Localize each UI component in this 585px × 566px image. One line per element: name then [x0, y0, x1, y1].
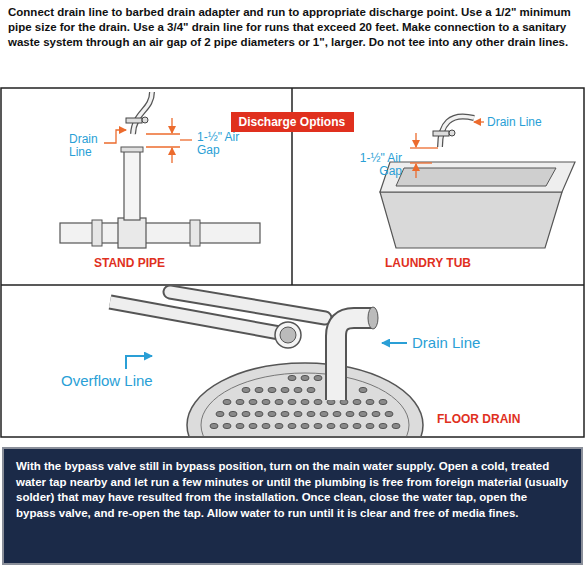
grate-hole: [301, 423, 309, 428]
grate-hole: [340, 423, 348, 428]
grate-hole: [301, 375, 309, 380]
stand-pipe-panel: Drain Line 1-½" Air GapSTAND PIPE: [1, 88, 292, 285]
grate-hole: [366, 399, 374, 404]
grate-hole: [392, 423, 400, 428]
grate-hole: [223, 423, 231, 428]
part-label: Drain Line: [412, 334, 480, 351]
grate-hole: [236, 399, 244, 404]
grate-hole: [353, 423, 361, 428]
laundry-tub-panel: Drain Line 1-½" Air GapLAUNDRY TUB: [292, 88, 584, 285]
air-gap-dimension: [146, 118, 192, 163]
grate-hole: [229, 411, 237, 416]
grate-hole: [216, 411, 224, 416]
instruction-text: Connect drain line to barbed drain adapt…: [8, 5, 578, 50]
dimension-label: 1-½" Air Gap: [350, 152, 402, 178]
grate-hole: [314, 423, 322, 428]
grate-hole: [327, 399, 335, 404]
grate-hole: [346, 411, 354, 416]
part-label: Overflow Line: [61, 372, 153, 389]
grate-hole: [294, 411, 302, 416]
grate-hole: [307, 387, 315, 392]
instruction-text: With the bypass valve still in bypass po…: [16, 459, 569, 521]
grate-hole: [333, 411, 341, 416]
grate-hole: [372, 411, 380, 416]
section-banner: Discharge Options: [231, 112, 354, 132]
grate-hole: [210, 423, 218, 428]
part-label: Drain Line: [69, 133, 109, 159]
grate-hole: [223, 399, 231, 404]
leader-line: [474, 121, 484, 122]
part-label: Drain Line: [487, 115, 542, 129]
leader-line: [126, 343, 407, 369]
grate-hole: [320, 411, 328, 416]
grate-hole: [379, 423, 387, 428]
grate-hole: [249, 399, 257, 404]
floor-drain-drawing: [110, 292, 423, 436]
grate-hole: [281, 411, 289, 416]
grate-hole: [288, 375, 296, 380]
panel-caption: FLOOR DRAIN: [437, 412, 520, 426]
grate-hole: [385, 411, 393, 416]
grate-hole: [262, 423, 270, 428]
grate-hole: [359, 387, 367, 392]
panel-caption: LAUNDRY TUB: [385, 256, 471, 270]
banner-title: Discharge Options: [239, 115, 346, 129]
grate-hole: [255, 411, 263, 416]
grate-hole: [288, 423, 296, 428]
floor-drain-panel: Overflow Line Drain LineFLOOR DRAIN: [1, 285, 584, 437]
grate-hole: [314, 375, 322, 380]
grate-hole: [268, 387, 276, 392]
grate-hole: [249, 423, 257, 428]
grate-hole: [281, 387, 289, 392]
grate-hole: [327, 423, 335, 428]
grate-hole: [275, 423, 283, 428]
grate-hole: [366, 423, 374, 428]
grate-hole: [359, 411, 367, 416]
grate-hole: [275, 399, 283, 404]
grate-hole: [236, 423, 244, 428]
grate-hole: [314, 399, 322, 404]
grate-hole: [262, 399, 270, 404]
laundry-tub-drawing: [380, 116, 575, 248]
panel-caption: STAND PIPE: [94, 256, 165, 270]
grate-hole: [242, 411, 250, 416]
air-gap-dimension: [410, 133, 438, 178]
grate-hole: [301, 399, 309, 404]
grate-hole: [307, 411, 315, 416]
grate-hole: [255, 387, 263, 392]
dimension-label: 1-½" Air Gap: [197, 131, 247, 157]
leader-line: [104, 130, 126, 143]
grate-hole: [353, 399, 361, 404]
grate-hole: [288, 399, 296, 404]
grate-hole: [268, 411, 276, 416]
grate-hole: [242, 387, 250, 392]
grate-hole: [294, 387, 302, 392]
grate-hole: [379, 399, 387, 404]
instruction-box: With the bypass valve still in bypass po…: [2, 447, 583, 565]
grate-hole: [340, 399, 348, 404]
